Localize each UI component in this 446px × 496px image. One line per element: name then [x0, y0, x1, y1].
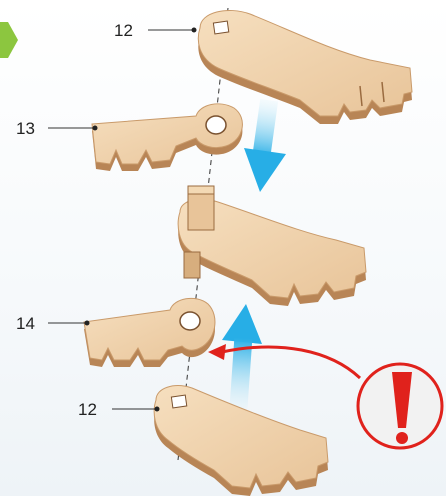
part-12-top: [197, 10, 413, 124]
red-curved-arrow-icon: [208, 344, 362, 380]
blue-up-arrow-icon: [222, 304, 262, 409]
label-part-12-top: 12: [114, 21, 133, 40]
label-part-14: 14: [16, 314, 35, 333]
part-14: [83, 297, 216, 367]
label-part-12-bottom: 12: [78, 400, 97, 419]
label-part-13: 13: [16, 119, 35, 138]
assembled-key: [177, 185, 367, 306]
part-12-bottom: [153, 385, 329, 496]
blue-down-arrow-icon: [244, 99, 286, 192]
green-chevron-icon: [0, 22, 18, 58]
exclamation-warning-icon: [356, 362, 444, 450]
part-13: [91, 103, 243, 171]
